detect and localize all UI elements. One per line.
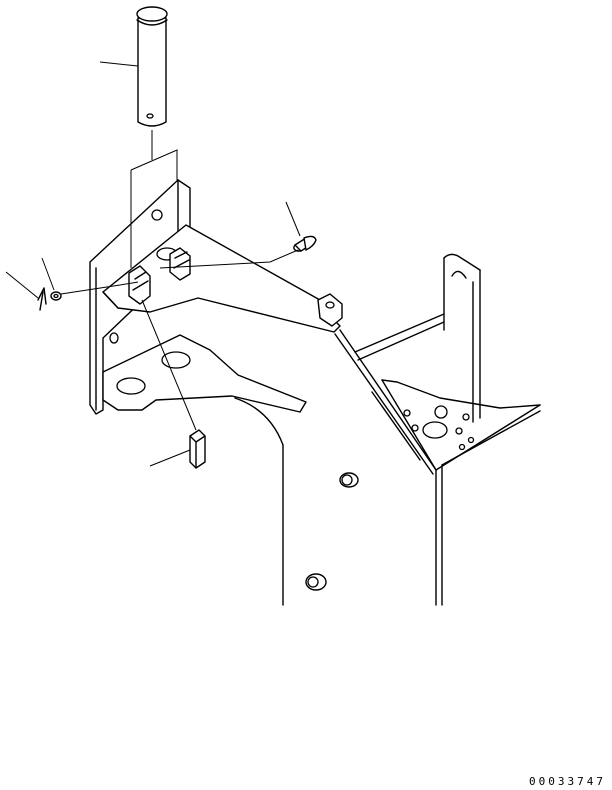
pin [100,7,177,268]
bracket [90,180,342,414]
pin-leader-line [100,62,138,66]
cotter-pin [6,272,46,310]
bolt [160,202,316,268]
washer-leader-line [42,258,54,290]
frame [235,254,540,605]
washer [42,258,138,300]
cotter-pin-leader-line [6,272,38,298]
bolt-leader-line [286,202,300,236]
drawing-number: 00033747 [529,775,606,788]
lug-right [170,248,190,280]
lug-left [129,266,150,304]
boss-lower [306,574,326,590]
boss-upper [340,473,358,487]
key-plate-leader-line [150,450,190,466]
key-plate [142,300,205,468]
